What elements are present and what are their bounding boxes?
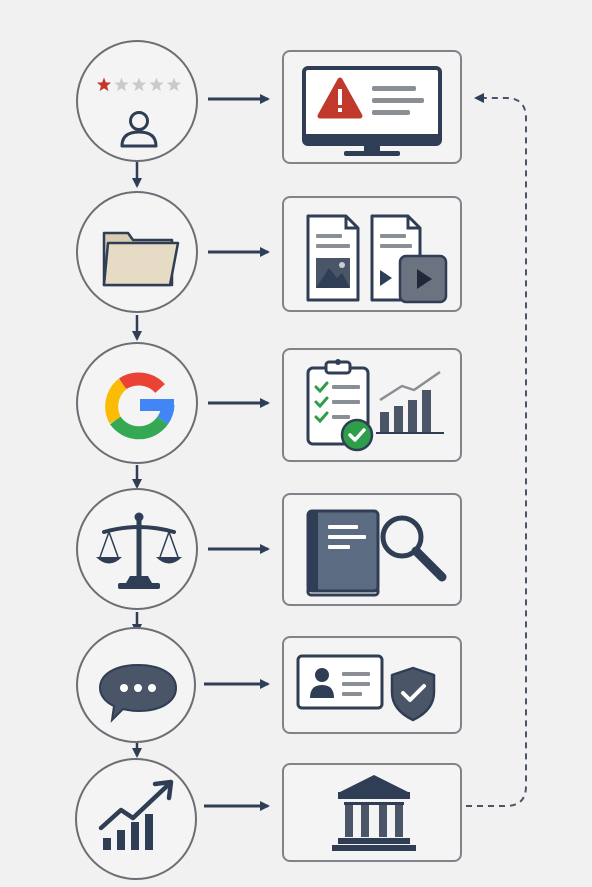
growth-chart-arrow-icon — [98, 779, 174, 850]
documents-image-video-icon — [306, 214, 448, 304]
identity-box — [282, 636, 462, 734]
scales-of-justice-icon — [96, 512, 182, 589]
institution-box — [282, 763, 462, 862]
growth-circle — [75, 758, 197, 880]
star-empty-icon — [149, 77, 164, 92]
research-box — [282, 493, 462, 606]
justice-circle — [76, 488, 198, 610]
google-g-logo-icon — [105, 372, 175, 440]
star-empty-icon — [166, 77, 182, 92]
chat-bubble-icon — [98, 663, 178, 723]
checklist-bar-chart-icon — [306, 359, 444, 452]
media-files-box — [282, 196, 462, 312]
google-circle — [76, 342, 198, 464]
book-magnifier-icon — [306, 509, 447, 597]
analytics-box — [282, 348, 462, 462]
star-empty-icon — [114, 77, 129, 92]
alert-monitor-box — [282, 50, 462, 164]
id-card-shield-check-icon — [296, 654, 436, 722]
star-empty-icon — [131, 77, 147, 92]
chat-circle — [76, 627, 196, 743]
user-review-circle — [76, 40, 198, 162]
folder-circle — [76, 191, 198, 313]
open-folder-icon — [102, 231, 180, 287]
star-filled-icon — [96, 77, 112, 92]
feedback-loop-arrow — [466, 93, 527, 807]
monitor-warning-alert-icon — [302, 66, 442, 156]
institution-building-icon — [332, 775, 416, 851]
user-one-star-review-icon — [96, 77, 182, 148]
